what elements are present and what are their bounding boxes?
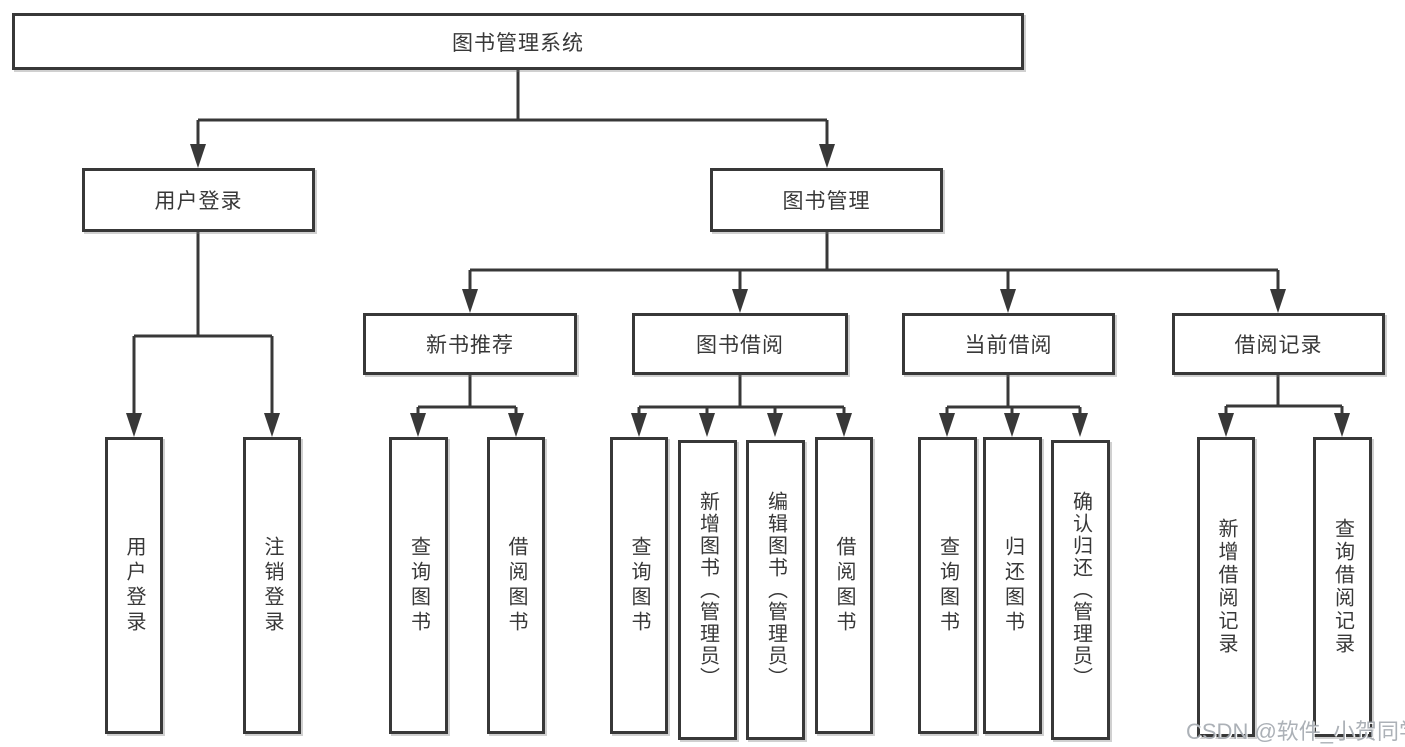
node-library-management-system: 图书管理系统: [12, 13, 1024, 70]
leaf-label: 查询图书: [628, 535, 650, 636]
leaf-cb-return-books: 归还图书: [983, 437, 1042, 734]
leaf-label: 查询借阅记录: [1331, 518, 1354, 656]
connector-borrow-records-group: [1218, 375, 1350, 437]
node-label: 当前借阅: [964, 334, 1053, 357]
leaf-logout-login: 注销登录: [243, 437, 301, 734]
node-label: 用户登录: [154, 190, 243, 213]
leaf-label: 注销登录: [261, 535, 283, 636]
leaf-br-query-record: 查询借阅记录: [1313, 437, 1372, 737]
node-book-borrow: 图书借阅: [632, 313, 848, 375]
leaf-cb-confirm-return-admin: 确认归还（管理员）: [1051, 440, 1110, 740]
leaf-bb-query-books: 查询图书: [610, 437, 668, 734]
leaf-user-login: 用户登录: [105, 437, 163, 734]
leaf-label: 借阅图书: [505, 535, 527, 636]
leaf-bb-add-books-admin: 新增图书（管理员）: [678, 440, 737, 740]
connector-new-book-recommend-group: [410, 374, 524, 437]
leaf-bb-borrow-books: 借阅图书: [815, 437, 873, 734]
node-label: 图书管理系统: [452, 31, 584, 55]
leaf-bb-edit-books-admin: 编辑图书（管理员）: [746, 440, 805, 740]
node-label: 图书管理: [782, 190, 871, 213]
node-book-management: 图书管理: [710, 168, 943, 232]
connector-user-login-group: [126, 232, 280, 437]
leaf-cb-query-books: 查询图书: [918, 437, 977, 734]
node-user-login: 用户登录: [82, 168, 315, 232]
leaf-label: 借阅图书: [833, 535, 855, 636]
node-current-borrow: 当前借阅: [902, 313, 1115, 375]
node-label: 图书借阅: [696, 334, 784, 357]
connector-book-borrow-group: [631, 375, 852, 437]
connector-root-to-level1: [190, 70, 835, 168]
leaf-label: 编辑图书（管理员）: [764, 491, 787, 689]
node-label: 新书推荐: [426, 334, 514, 357]
leaf-nbr-borrow-books: 借阅图书: [487, 437, 545, 734]
leaf-label: 归还图书: [1001, 535, 1024, 636]
leaf-label: 用户登录: [123, 535, 145, 636]
leaf-nbr-query-books: 查询图书: [389, 437, 448, 734]
node-new-book-recommend: 新书推荐: [363, 313, 577, 375]
leaf-label: 确认归还（管理员）: [1069, 491, 1092, 689]
connector-current-borrow-group: [939, 375, 1088, 437]
leaf-label: 查询图书: [407, 535, 430, 636]
leaf-br-add-record: 新增借阅记录: [1197, 437, 1255, 737]
connector-book-management-group: [462, 232, 1286, 313]
node-borrow-records: 借阅记录: [1172, 313, 1385, 375]
leaf-label: 新增图书（管理员）: [696, 491, 719, 689]
node-label: 借阅记录: [1234, 334, 1323, 357]
csdn-watermark: CSDN @软件_小贺同学: [1186, 719, 1405, 744]
leaf-label: 新增借阅记录: [1215, 518, 1237, 656]
leaf-label: 查询图书: [936, 535, 959, 636]
